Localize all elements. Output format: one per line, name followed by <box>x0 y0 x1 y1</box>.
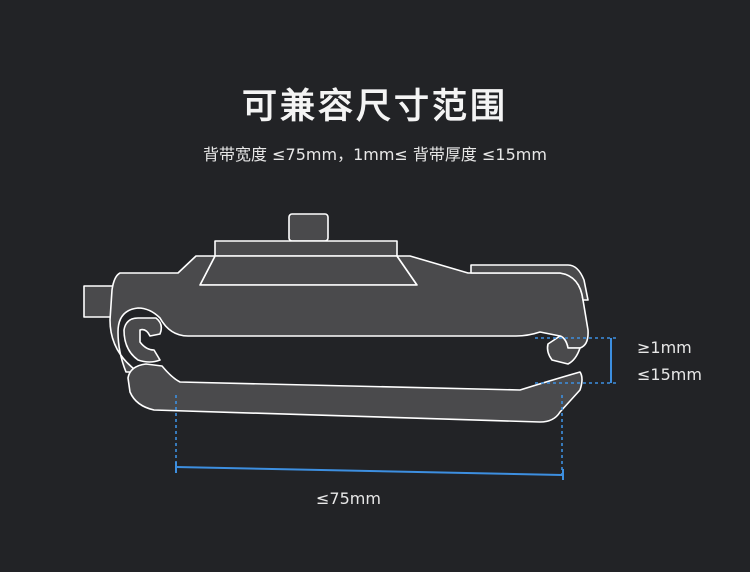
clip-side-tab <box>83 285 115 318</box>
clip-top-knob <box>288 213 329 242</box>
dimension-lines <box>175 337 618 480</box>
clip-upper-body <box>109 255 589 373</box>
page-subtitle: 背带宽度 ≤75mm，1mm≤ 背带厚度 ≤15mm <box>203 145 547 164</box>
clip-mount-plate <box>214 240 398 257</box>
clip-mount-bevel <box>199 255 418 286</box>
clip-top-rail <box>470 264 589 301</box>
width-label: ≤75mm <box>316 489 381 508</box>
clip-lower-arm <box>127 363 583 423</box>
clip-hook-notch <box>123 317 163 363</box>
thickness-min-label: ≥1mm <box>637 338 692 357</box>
thickness-max-label: ≤15mm <box>637 365 702 384</box>
width-dimension-line <box>175 466 563 476</box>
clip-illustration <box>83 213 589 423</box>
clip-hook-tip <box>546 335 581 365</box>
page-title: 可兼容尺寸范围 <box>241 87 508 127</box>
